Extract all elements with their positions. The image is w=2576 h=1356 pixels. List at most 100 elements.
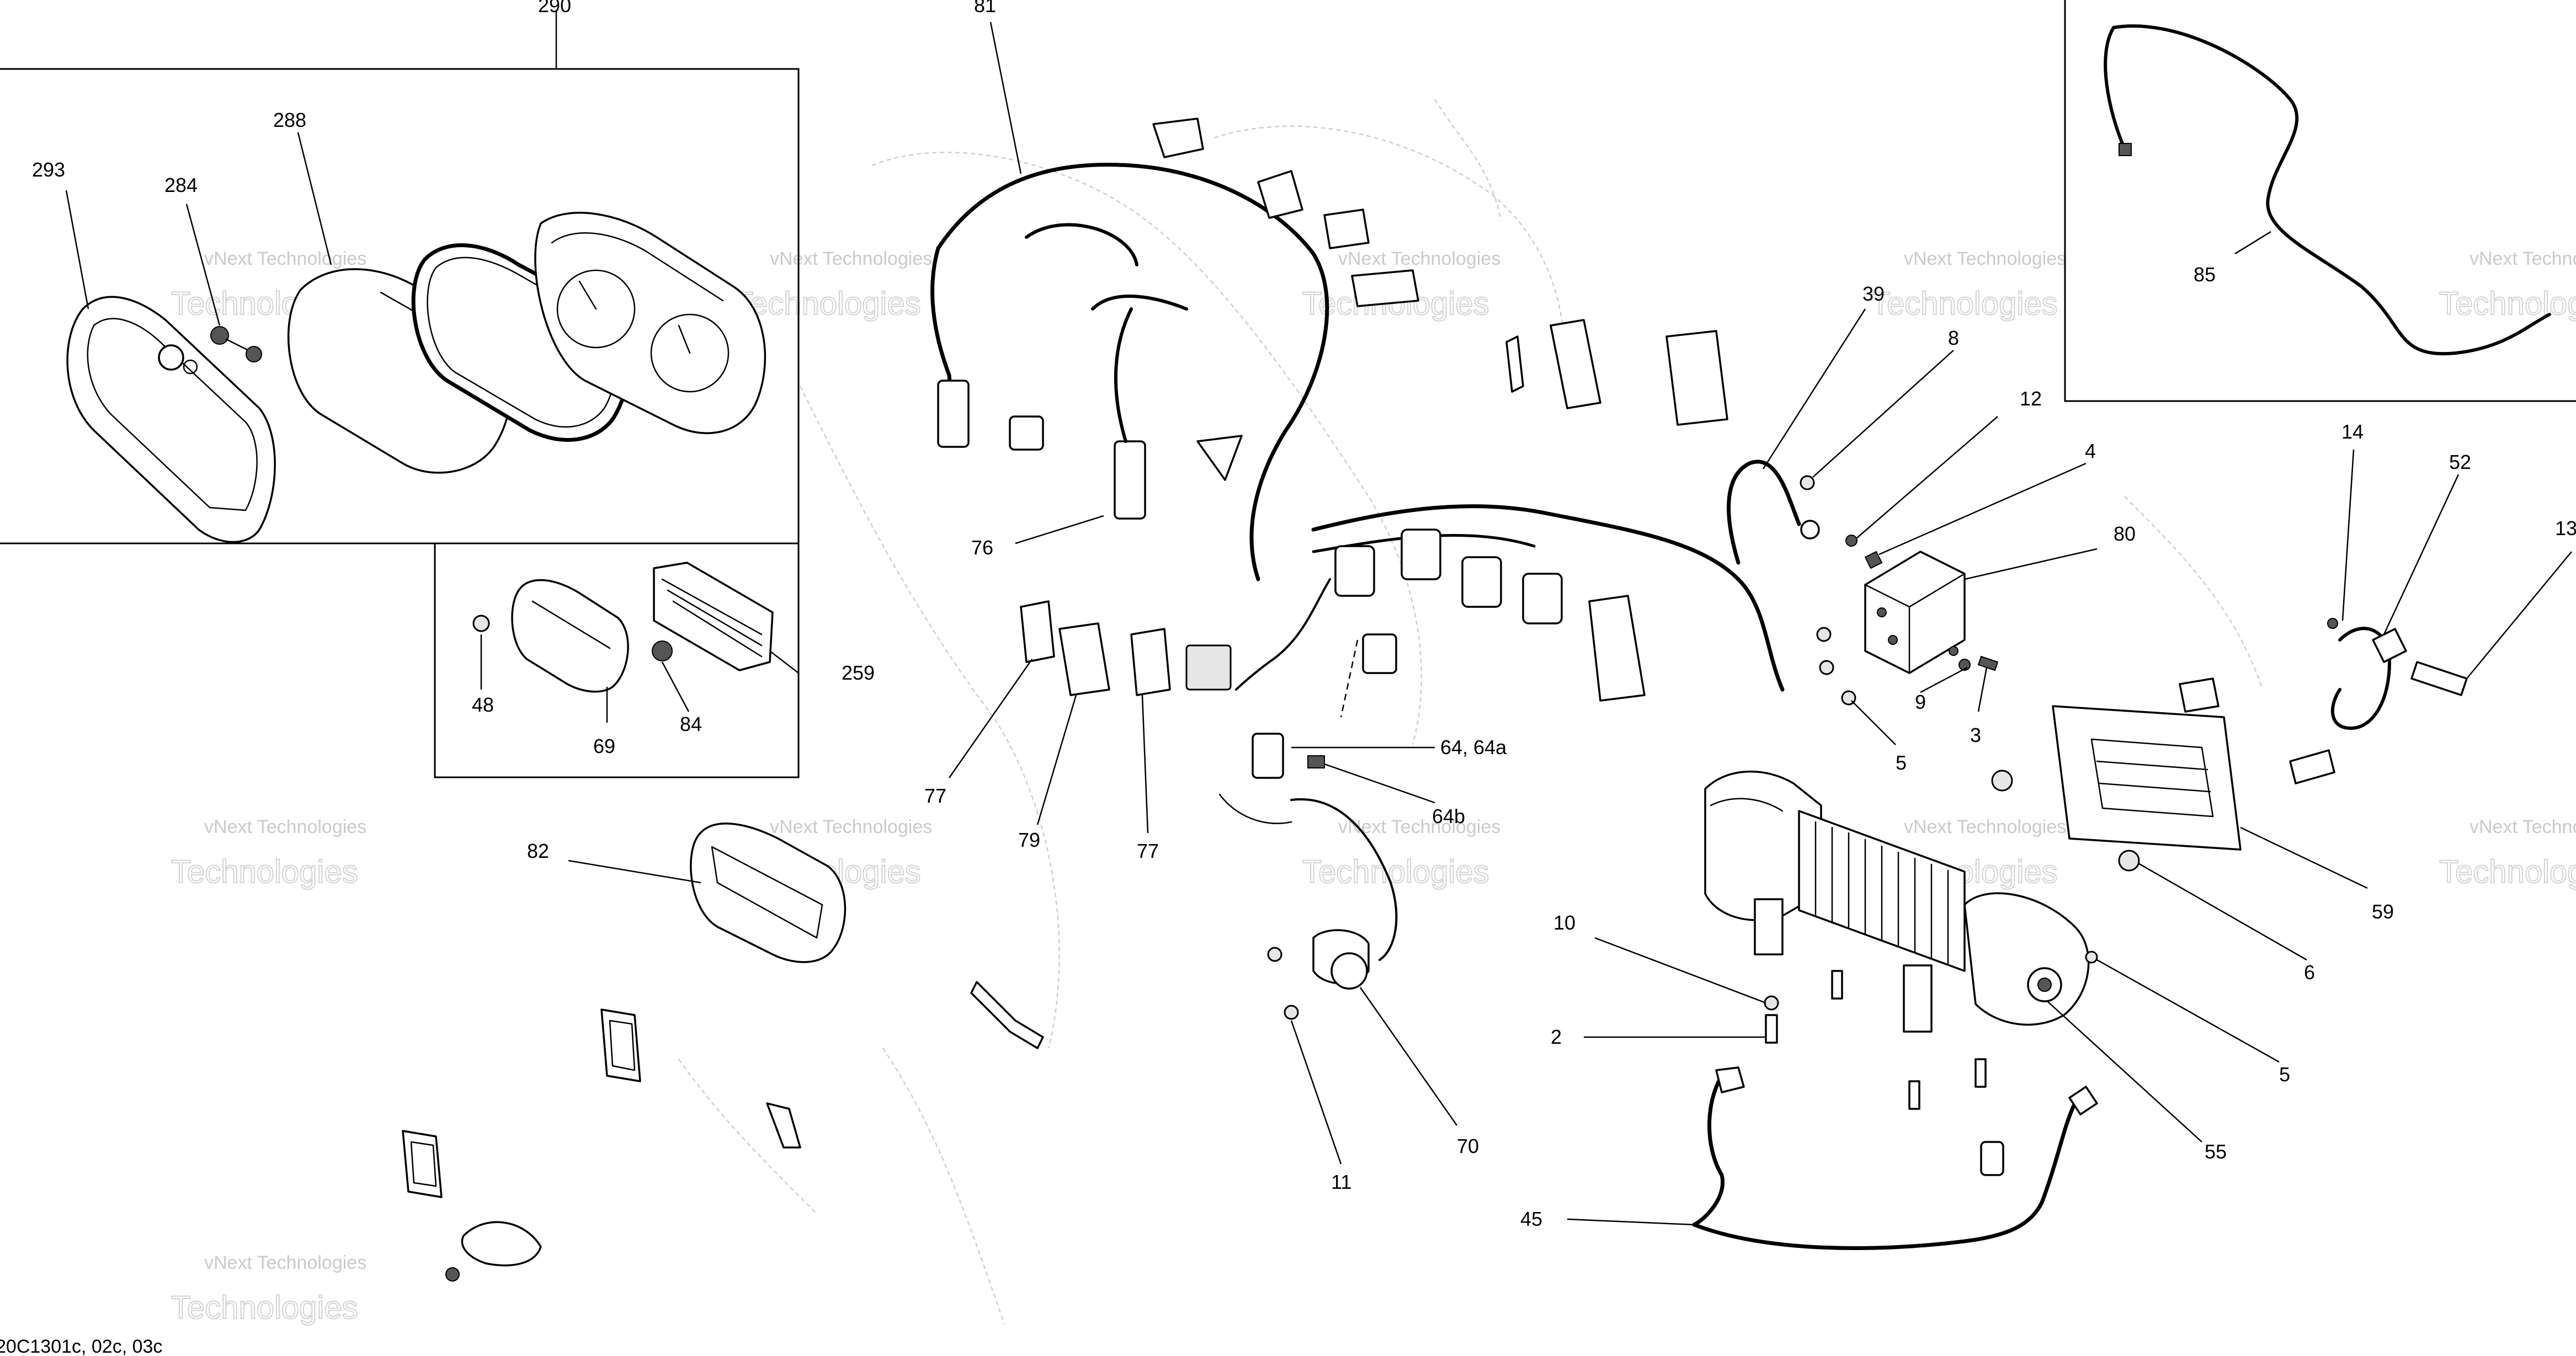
callout-5-top: 5 — [1896, 751, 1907, 774]
watermark-text: vNext Technologies — [204, 816, 366, 837]
callout-6: 6 — [2304, 961, 2315, 984]
callout-2: 2 — [1551, 1026, 1562, 1048]
connector-part-64b — [1307, 755, 1325, 768]
watermark-text: vNext Technologies — [2469, 816, 2576, 837]
nut-part-6a — [1991, 770, 2013, 792]
nut-part-8 — [1800, 475, 1815, 490]
cluster-electronics-259 — [472, 562, 774, 693]
watermark-text: vNext Technologies — [1338, 248, 1500, 269]
relay-module-part-80 — [1800, 475, 1999, 706]
callout-11: 11 — [1331, 1171, 1351, 1193]
callout-labels: 290 81 288 293 284 259 48 69 84 76 77 79… — [32, 0, 2576, 1230]
callout-77-right: 77 — [1137, 840, 1159, 862]
fairlead-part-59 — [1991, 677, 2335, 872]
group-85-frame — [2064, 0, 2576, 402]
callout-14: 14 — [2341, 420, 2364, 443]
connector-part-84 — [652, 640, 673, 661]
watermark-outline: Technologies — [2439, 286, 2576, 322]
bezel-part-293 — [66, 296, 276, 543]
washer-part-12 — [1845, 535, 1858, 547]
connector-part-77 — [1020, 600, 1055, 663]
hook-part-52 — [2327, 618, 2468, 730]
callout-39: 39 — [1862, 282, 1885, 305]
instrument-cluster-assembly — [66, 211, 767, 543]
watermark-text: vNext Technologies — [2469, 248, 2576, 269]
callout-81: 81 — [974, 0, 996, 17]
callout-45: 45 — [1520, 1208, 1542, 1230]
nut-part-5a — [1816, 627, 1832, 642]
callout-3: 3 — [1970, 724, 1981, 746]
connector-part-79 — [1058, 622, 1110, 696]
watermark-text: vNext Technologies — [204, 248, 366, 269]
group-259-frame — [434, 542, 800, 778]
screw-part-3 — [1977, 655, 1999, 671]
watermark-outline: Technologies — [1302, 854, 1489, 890]
callout-84: 84 — [680, 713, 702, 735]
callout-85: 85 — [2194, 263, 2216, 286]
sensor-part-70 — [1267, 798, 1398, 1020]
callout-82: 82 — [527, 840, 549, 862]
leader-lines — [65, 22, 2572, 1226]
winch-assembly — [1704, 770, 2098, 1110]
winch-cable-part-45 — [1692, 1066, 2098, 1250]
cable-part-85 — [2104, 24, 2551, 356]
callout-69: 69 — [593, 735, 615, 757]
main-wiring-harness-81 — [930, 163, 1329, 581]
callout-70: 70 — [1457, 1135, 1479, 1157]
seal-ring — [411, 243, 630, 442]
callout-13: 13 — [2555, 517, 2576, 540]
gasket-part-69 — [511, 579, 629, 693]
knob-part-284 — [210, 326, 262, 362]
connector-part-77b — [1130, 628, 1171, 696]
callout-10: 10 — [1553, 911, 1576, 934]
screw-part-48 — [472, 615, 490, 632]
frames — [0, 0, 2576, 778]
callout-77-left: 77 — [924, 784, 946, 807]
callout-293: 293 — [32, 158, 65, 181]
watermark-text: vNext Technologies — [1338, 816, 1500, 837]
connectors-77-79 — [1020, 600, 1232, 696]
washer-part-10 — [1764, 995, 1779, 1011]
callout-64b: 64b — [1432, 805, 1465, 828]
nut-part-5b — [2085, 951, 2098, 964]
callout-4: 4 — [2085, 440, 2096, 462]
screw-part-11 — [1284, 1005, 1299, 1020]
callout-79: 79 — [1018, 829, 1040, 851]
callout-12: 12 — [2020, 387, 2042, 410]
connector-block — [1185, 644, 1232, 691]
watermark-outline: Technologies — [2439, 854, 2576, 890]
lower-small-parts — [402, 981, 1044, 1282]
callout-259: 259 — [842, 661, 875, 684]
pin-part-14 — [2327, 618, 2338, 629]
callout-59: 59 — [2372, 900, 2394, 923]
watermark-outline: Technologies — [734, 286, 921, 322]
callout-290: 290 — [538, 0, 571, 17]
callout-284: 284 — [164, 174, 198, 196]
callout-76: 76 — [971, 536, 993, 559]
watermark-text: vNext Technologies — [770, 248, 932, 269]
central-harness — [1235, 504, 1785, 718]
diagram-reference-code: 20C1301c, 02c, 03c — [0, 1336, 162, 1356]
ghost-vehicle-outline — [678, 99, 2264, 1325]
callout-52: 52 — [2449, 451, 2471, 473]
callout-80: 80 — [2114, 522, 2136, 545]
callout-64: 64, 64a — [1440, 736, 1507, 759]
watermark-outline: Technologies — [171, 1290, 358, 1326]
screw-part-4 — [1864, 551, 1883, 569]
connectors-64 — [1218, 733, 1325, 824]
watermark-text: vNext Technologies — [204, 1252, 366, 1273]
callout-288: 288 — [273, 109, 306, 131]
watermark-outline: Technologies — [1871, 286, 2058, 322]
watermark-text: vNext Technologies — [770, 816, 932, 837]
callout-9: 9 — [1915, 691, 1926, 713]
watermark-text: vNext Technologies — [1904, 248, 2066, 269]
group-290-frame — [0, 68, 800, 544]
callout-55: 55 — [2205, 1140, 2227, 1163]
harness-clips — [1152, 118, 1728, 702]
pin-part-13 — [2410, 661, 2468, 696]
nut-part-6 — [2118, 850, 2140, 872]
watermark-text: vNext Technologies — [1904, 816, 2066, 837]
cluster-body — [534, 211, 767, 434]
callout-8: 8 — [1948, 327, 1959, 349]
